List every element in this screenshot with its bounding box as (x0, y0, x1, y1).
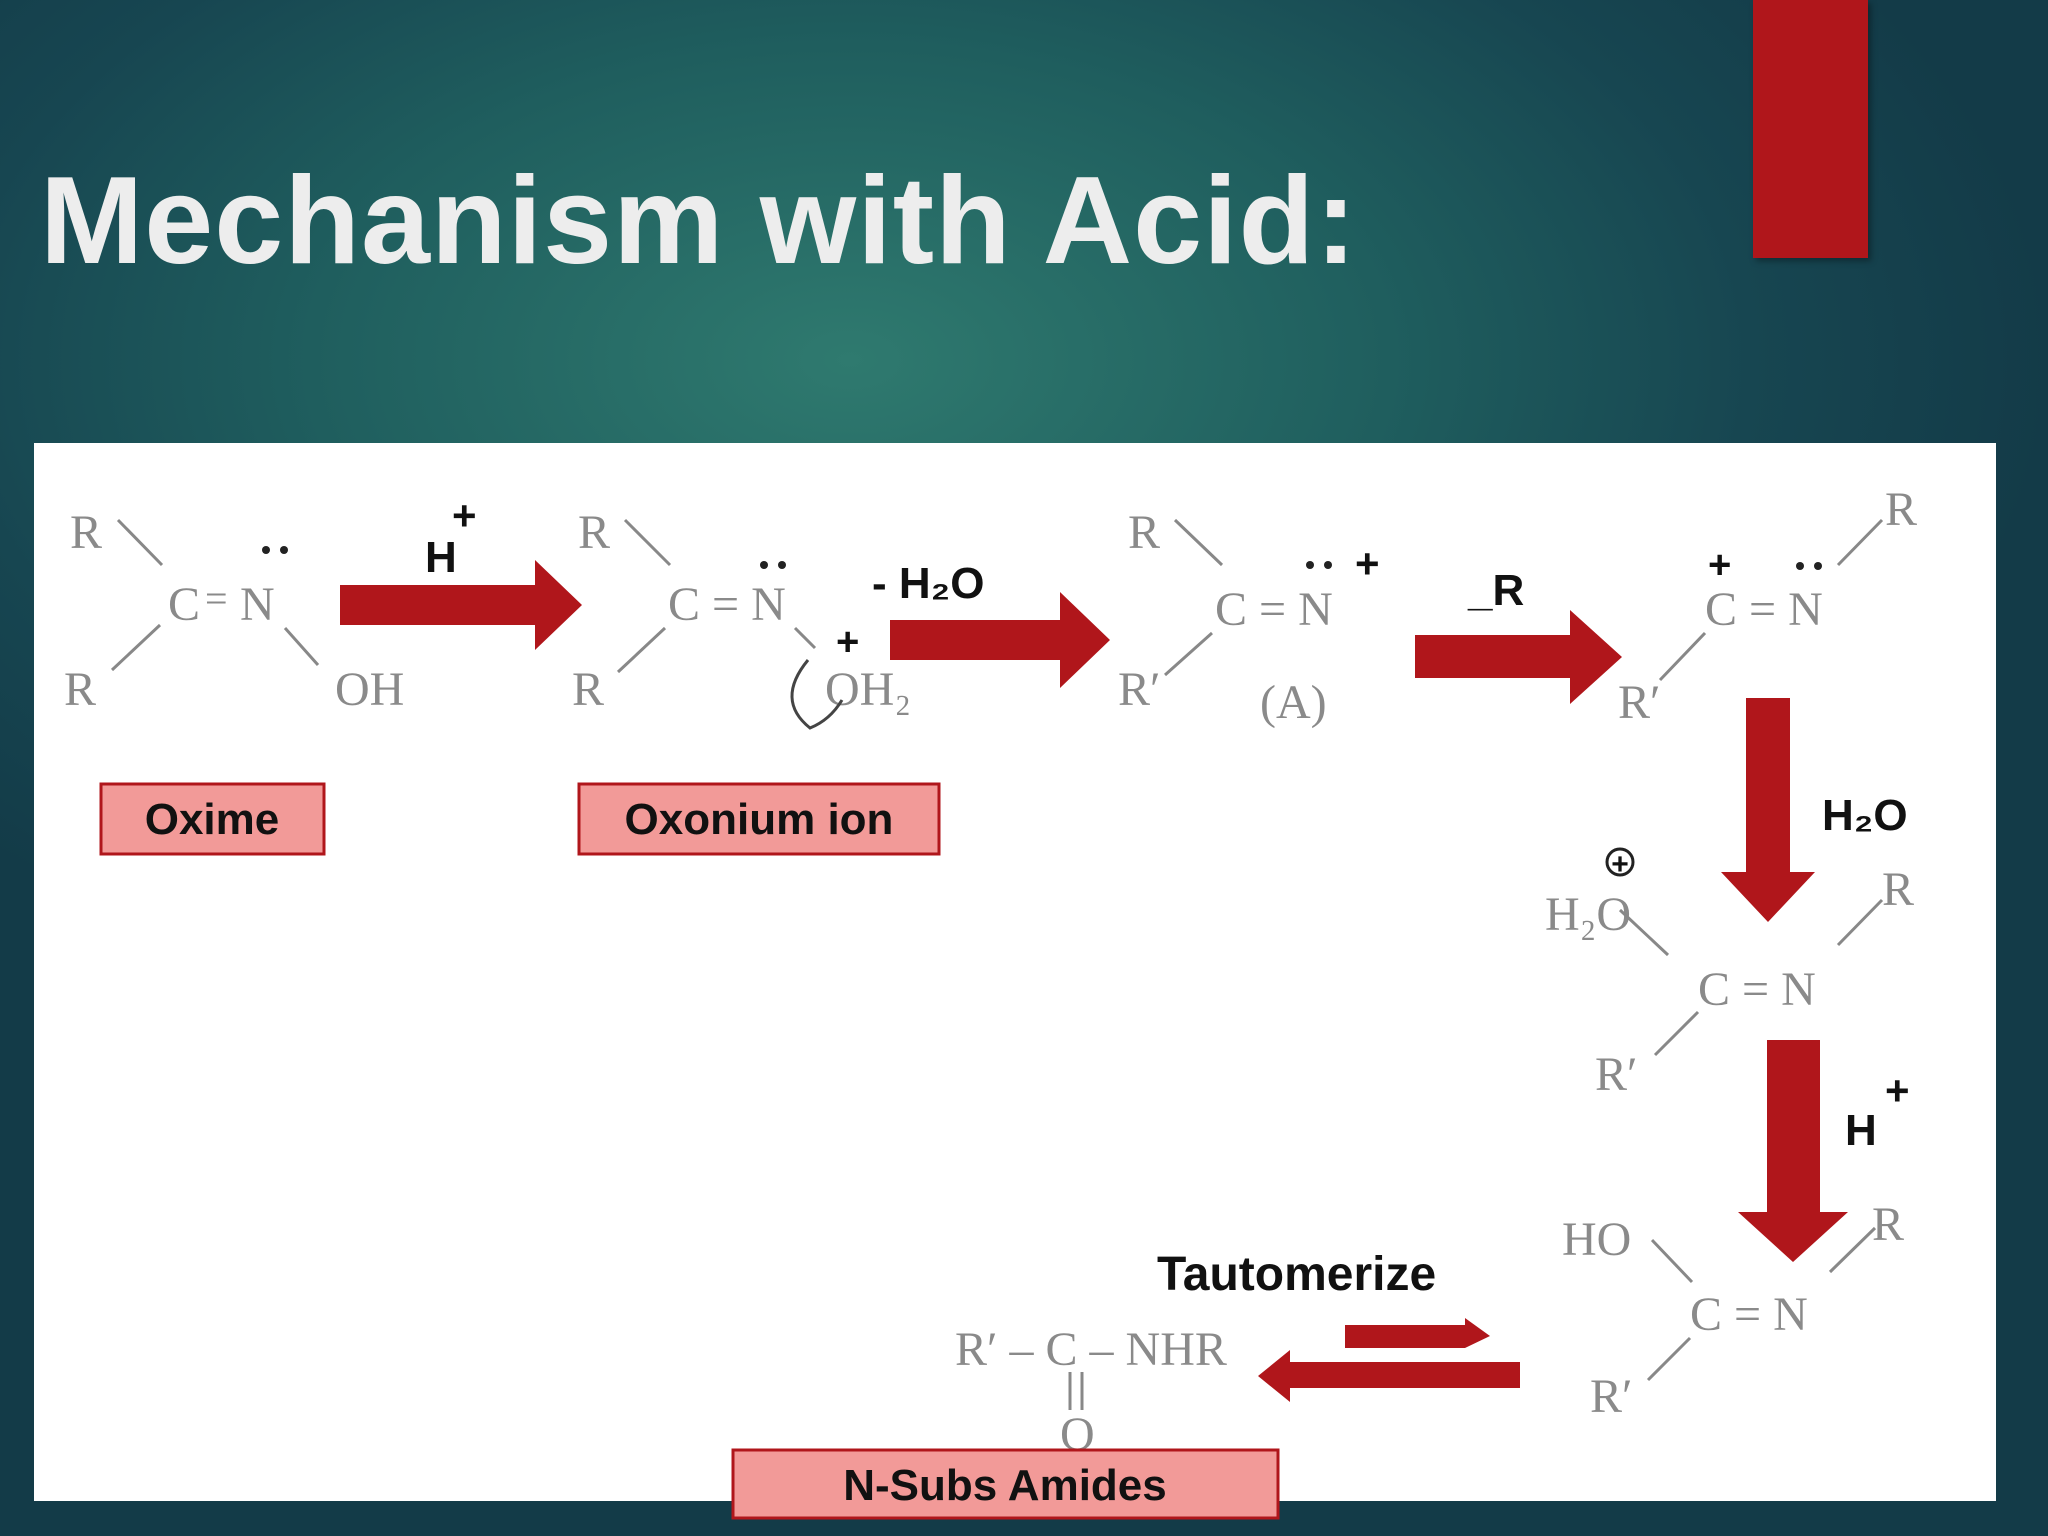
curved-electron-arrow (790, 659, 844, 730)
arrow-equilibrium-back (1258, 1350, 1520, 1402)
bond-6 (793, 626, 817, 650)
amide-formula: R′ – C – NHR (955, 1323, 1227, 1376)
r-bottom-5: R′ (1595, 1048, 1638, 1101)
r-bottom-1: R (64, 663, 96, 716)
r-top-6: R (1872, 1198, 1904, 1251)
reagent-h-plus: H (425, 533, 457, 582)
bond-3 (283, 627, 320, 666)
r-top-2: R (578, 506, 610, 559)
bond-11 (1618, 908, 1670, 957)
amides-label: N-Subs Amides (843, 1461, 1167, 1510)
bond-14 (1650, 1238, 1694, 1284)
arrow-water-loss (890, 592, 1110, 688)
positive-charge-icon (1605, 847, 1635, 877)
reagent-minus-h2o: - H₂O (872, 559, 984, 608)
r-top-3: R (1128, 506, 1160, 559)
tautomerize-label: Tautomerize (1157, 1248, 1436, 1301)
lone-pair-dot (760, 561, 768, 569)
plus-sign: + (1611, 848, 1629, 881)
r-bottom-4: R′ (1618, 676, 1661, 729)
bond-9 (1836, 518, 1884, 567)
r-top-4: R (1885, 483, 1917, 536)
reagent-h2o: H₂O (1822, 791, 1908, 840)
oxonium-label: Oxonium ion (625, 795, 894, 844)
bond-7 (1173, 518, 1224, 567)
imidic-acid-structure: HO C = N R R′ (1562, 1198, 1904, 1423)
oh-group: OH (335, 663, 404, 716)
arrow-equilibrium-forward (1345, 1318, 1490, 1348)
bond-4 (623, 518, 672, 567)
reagent-minus-r: _R (1467, 566, 1524, 615)
bond-13 (1653, 1010, 1700, 1057)
bond-8 (1164, 631, 1213, 677)
r-top-1: R (70, 506, 102, 559)
plus-sign: + (1885, 1067, 1910, 1114)
oxonium-label-box (577, 782, 941, 856)
reagent-h-plus-2: H (1845, 1106, 1877, 1155)
amides-label-box (731, 1448, 1280, 1520)
ho-group: HO (1562, 1213, 1631, 1266)
r-bottom-6: R′ (1590, 1370, 1633, 1423)
lone-pair-dot (262, 546, 270, 554)
plus-sign: + (1355, 540, 1380, 587)
lone-pair-dot (778, 561, 786, 569)
lone-pair-dot (1306, 561, 1314, 569)
h2o-bound: H₂O (1545, 888, 1631, 941)
migrated-cation-structure: + C = N R R′ (1618, 483, 1917, 729)
n-atom-1: N (240, 578, 275, 631)
r-bottom-2: R (572, 663, 604, 716)
amide-structure: R′ – C – NHR O (955, 1323, 1227, 1461)
oxime-label-box (99, 782, 326, 856)
arrow-migration (1415, 610, 1622, 704)
slide-title: Mechanism with Acid: (40, 152, 1358, 290)
arrow-water-addition (1721, 698, 1815, 922)
lone-pair-dot (280, 546, 288, 554)
oxime-structure: R C = N R OH (64, 506, 404, 716)
c-eq-n-3: C = N (1215, 583, 1333, 636)
bond-5 (616, 626, 667, 674)
arrow-deprotonation (1738, 1040, 1848, 1262)
plus-sign: + (836, 620, 859, 664)
c-eq-n-6: C = N (1690, 1288, 1808, 1341)
water-adduct-structure: + H₂O C = N R R′ (1545, 847, 1914, 1101)
bond-16 (1646, 1336, 1692, 1382)
bond-15 (1828, 1226, 1877, 1274)
c-atom-1: C (168, 578, 200, 631)
bond-1 (116, 518, 164, 567)
double-bond-1: = (205, 576, 228, 621)
c-eq-n-4: C = N (1705, 583, 1823, 636)
plus-sign: + (452, 492, 477, 539)
lone-pair-dot (1796, 562, 1804, 570)
label-a: (A) (1260, 676, 1327, 729)
oxonium-structure: R C = N R + OH₂ (572, 506, 911, 730)
lone-pair-dot (1814, 562, 1822, 570)
r-top-5: R (1882, 863, 1914, 916)
plus-sign: + (1708, 543, 1731, 587)
oxime-label: Oxime (145, 795, 280, 844)
bond-12 (1836, 898, 1884, 947)
accent-bar (1753, 0, 1868, 258)
lone-pair-dot (1324, 561, 1332, 569)
bond-10 (1658, 631, 1707, 682)
intermediate-a-structure: R C = N + R′ (A) (1118, 506, 1380, 729)
c-eq-n-5: C = N (1698, 963, 1816, 1016)
r-bottom-3: R′ (1118, 663, 1161, 716)
arrow-protonation (340, 560, 582, 650)
bond-2 (110, 623, 162, 672)
c-eq-n-2: C = N (668, 578, 786, 631)
oh2-group: OH₂ (825, 663, 911, 716)
